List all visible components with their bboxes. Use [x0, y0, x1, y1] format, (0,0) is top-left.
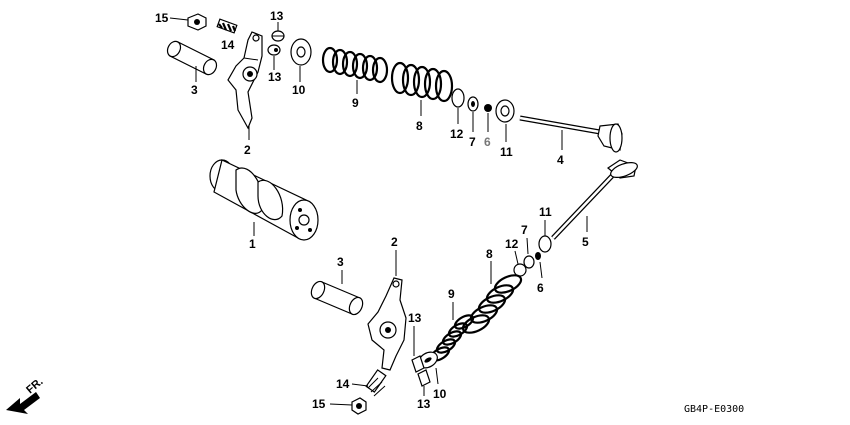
spring-retainer-upper: [495, 99, 515, 123]
label-10-lower: 10: [433, 387, 447, 401]
label-3-upper: 3: [191, 83, 198, 97]
label-15-lower: 15: [312, 397, 326, 411]
label-6-lower: 6: [537, 281, 544, 295]
rocker-arm-upper: [227, 31, 263, 130]
label-2-upper: 2: [244, 143, 251, 157]
label-8-lower: 8: [486, 247, 493, 261]
label-13b-lower: 13: [417, 397, 431, 411]
label-9-upper: 9: [352, 96, 359, 110]
label-11-upper: 11: [500, 145, 513, 159]
lock-nut-upper: [187, 13, 207, 31]
front-direction-label: FR.: [24, 376, 45, 397]
label-15-upper: 15: [155, 11, 169, 25]
spring-seat-upper: [290, 38, 312, 66]
stem-seal-upper: [467, 96, 479, 112]
label-13a-lower: 13: [408, 311, 422, 325]
label-12-upper: 12: [450, 127, 464, 141]
label-9-lower: 9: [448, 287, 455, 301]
label-7-lower: 7: [521, 223, 528, 237]
label-7-upper: 7: [469, 135, 476, 149]
adjusting-screw-lower: [365, 369, 387, 397]
valve-cotter-lower: [411, 355, 431, 387]
spring-seat-lower: [418, 351, 438, 369]
valve-cotter-upper: [267, 30, 285, 56]
label-13a-upper: 13: [270, 9, 284, 23]
exhaust-valve: [519, 115, 623, 153]
camshaft: [209, 159, 319, 241]
rocker-arm-lower: [367, 277, 407, 371]
valve-clip-lower: [535, 252, 541, 260]
outer-valve-spring-lower: [461, 274, 523, 334]
label-6-upper: 6: [484, 135, 491, 149]
inner-valve-spring-upper: [321, 46, 389, 84]
front-direction-arrow: [6, 392, 40, 414]
rocker-arm-shaft-lower: [310, 280, 364, 316]
outer-valve-spring-upper: [390, 61, 454, 103]
intake-valve: [551, 159, 638, 240]
label-14-lower: 14: [336, 377, 350, 391]
spring-retainer-lower: [538, 235, 552, 253]
label-8-upper: 8: [416, 119, 423, 133]
stem-seal-lower: [523, 255, 535, 269]
label-2-lower: 2: [391, 235, 398, 249]
rocker-arm-shaft-upper: [166, 40, 218, 76]
valve-clip-upper: [484, 104, 492, 112]
label-10-upper: 10: [292, 83, 306, 97]
diagram-code: GB4P-E0300: [684, 404, 744, 415]
valve-spring-seat-lower: [513, 263, 527, 277]
label-12-lower: 12: [505, 237, 519, 251]
label-13b-upper: 13: [268, 70, 282, 84]
label-5: 5: [582, 235, 589, 249]
adjusting-screw-upper: [216, 18, 238, 34]
lock-nut-lower: [351, 397, 367, 415]
label-3-lower: 3: [337, 255, 344, 269]
valve-spring-seat-upper: [451, 88, 465, 108]
label-4: 4: [557, 153, 564, 167]
label-1: 1: [249, 237, 256, 251]
label-14-upper: 14: [221, 38, 235, 52]
inner-valve-spring-lower: [429, 314, 475, 362]
label-11-lower: 11: [539, 205, 552, 219]
